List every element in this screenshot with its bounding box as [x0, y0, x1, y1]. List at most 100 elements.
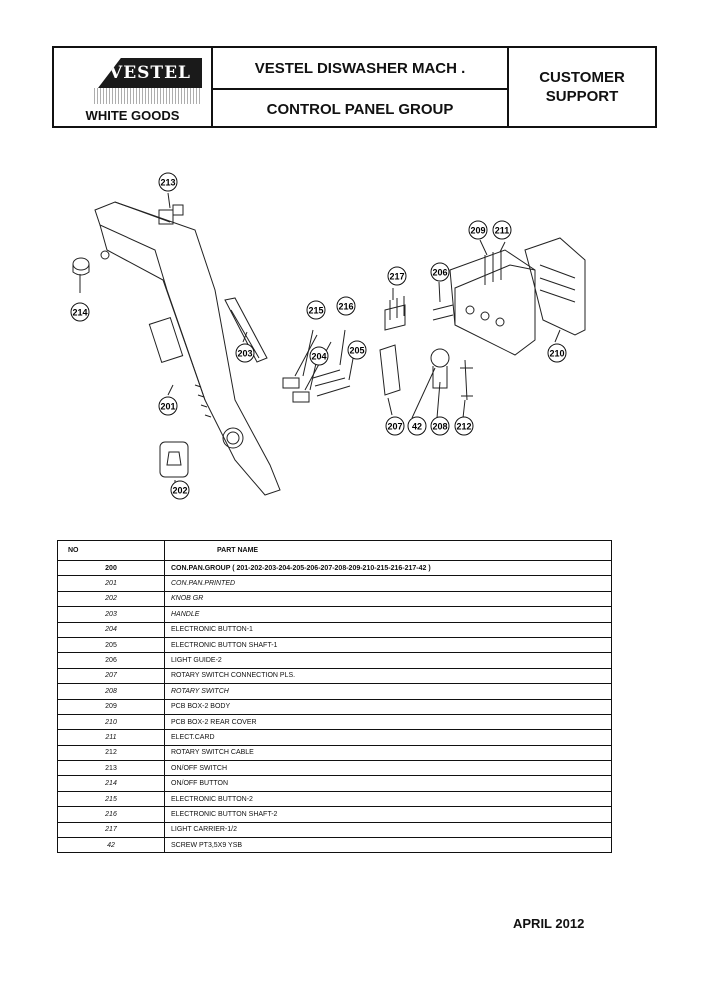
svg-text:212: 212: [456, 422, 471, 432]
rear-cover-drawing: [524, 237, 586, 336]
part-no: 212: [57, 744, 165, 762]
part-no: 215: [57, 790, 165, 808]
part-no: 208: [57, 683, 165, 700]
part-name: ROTARY SWITCH CONNECTION PLS.: [164, 667, 612, 685]
part-name: LIGHT GUIDE-2: [164, 652, 612, 669]
support-line-1: CUSTOMER: [539, 69, 625, 86]
part-name: ON/OFF BUTTON: [164, 775, 612, 792]
header-part-name: PART NAME: [164, 540, 612, 561]
callout-202: 202: [170, 480, 190, 500]
part-name: ON/OFF SWITCH: [164, 760, 612, 777]
part-no: 206: [57, 652, 165, 669]
support-line-2: SUPPORT: [545, 88, 619, 105]
onoff-button-drawing: [72, 257, 90, 276]
callout-217: 217: [387, 266, 407, 286]
svg-text:208: 208: [432, 422, 447, 432]
light-guide-drawing: [384, 296, 454, 331]
svg-text:215: 215: [308, 306, 323, 316]
callout-214: 214: [70, 302, 90, 322]
part-no: 214: [57, 775, 165, 792]
svg-text:42: 42: [412, 422, 422, 432]
part-name: ELECT.CARD: [164, 729, 612, 746]
knob-drawing: [159, 441, 189, 478]
title-block: VESTEL WHITE GOODS VESTEL DISWASHER MACH…: [52, 46, 657, 128]
callout-42: 42: [407, 416, 427, 436]
part-no: 201: [57, 575, 165, 592]
part-no: 217: [57, 821, 165, 839]
svg-text:204: 204: [311, 352, 326, 362]
callout-205: 205: [347, 340, 367, 360]
part-name: CON.PAN.PRINTED: [164, 575, 612, 592]
callout-216: 216: [336, 296, 356, 316]
callout-212: 212: [454, 416, 474, 436]
callout-211: 211: [492, 220, 512, 240]
title-divider: [213, 88, 507, 90]
header-no: NO: [57, 540, 165, 561]
button-group-drawing: [282, 334, 351, 403]
svg-text:214: 214: [72, 308, 87, 318]
vestel-logo: VESTEL: [98, 58, 202, 88]
svg-text:217: 217: [389, 272, 404, 282]
part-name: LIGHT CARRIER-1/2: [164, 821, 612, 839]
svg-text:209: 209: [470, 226, 485, 236]
document-subtitle: CONTROL PANEL GROUP: [266, 101, 454, 118]
part-no: 42: [57, 837, 165, 854]
svg-text:202: 202: [172, 486, 187, 496]
callout-labels: 213 214 201 202 203 215 204 216 205 217 …: [70, 172, 567, 500]
svg-text:207: 207: [387, 422, 402, 432]
title-cell: VESTEL DISWASHER MACH . CONTROL PANEL GR…: [213, 48, 509, 126]
part-no: 205: [57, 636, 165, 654]
part-name: ROTARY SWITCH CABLE: [164, 744, 612, 762]
part-no: 203: [57, 606, 165, 623]
part-name: ELECTRONIC BUTTON SHAFT-1: [164, 636, 612, 654]
part-no: 200: [57, 559, 165, 577]
part-name: ELECTRONIC BUTTON-2: [164, 790, 612, 808]
svg-text:205: 205: [349, 346, 364, 356]
pcb-box-drawing: [449, 249, 536, 356]
svg-text:206: 206: [432, 268, 447, 278]
part-no: 202: [57, 590, 165, 608]
handle-drawing: [224, 297, 268, 363]
part-no: 209: [57, 698, 165, 715]
part-no: 207: [57, 667, 165, 685]
part-name: SCREW PT3,5X9 YSB: [164, 837, 612, 854]
callout-207: 207: [385, 416, 405, 436]
part-no: 216: [57, 806, 165, 823]
document-title: VESTEL DISWASHER MACH .: [254, 60, 466, 77]
onoff-switch-drawing: [158, 204, 184, 225]
part-name: KNOB GR: [164, 590, 612, 608]
control-panel-drawing: [94, 201, 281, 496]
svg-text:216: 216: [338, 302, 353, 312]
part-name: ROTARY SWITCH: [164, 683, 612, 700]
svg-text:210: 210: [549, 349, 564, 359]
part-name: ELECTRONIC BUTTON SHAFT-2: [164, 806, 612, 823]
brand-cell: VESTEL WHITE GOODS: [54, 48, 213, 126]
support-label: CUSTOMER SUPPORT: [509, 68, 655, 106]
table-header-row: NO PART NAME: [57, 540, 612, 561]
part-name: PCB BOX-2 BODY: [164, 698, 612, 715]
publication-date: APRIL 2012: [513, 916, 585, 931]
part-no: 211: [57, 729, 165, 746]
callout-213: 213: [158, 172, 178, 192]
callout-201: 201: [158, 396, 178, 416]
callout-204: 204: [309, 346, 329, 366]
